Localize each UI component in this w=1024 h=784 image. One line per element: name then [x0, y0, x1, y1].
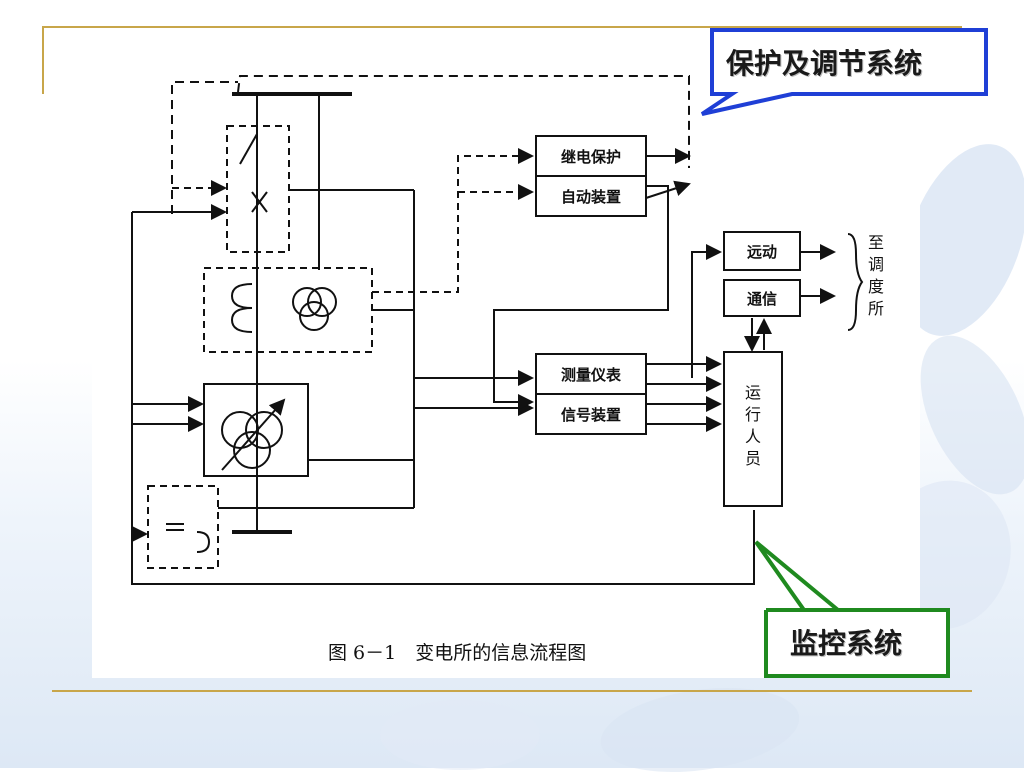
regulating-transformer-box — [203, 383, 309, 477]
reg-circle-2 — [245, 411, 283, 449]
flower-decoration — [380, 700, 540, 770]
bottom-rule — [52, 690, 972, 692]
tap-changer-arrow — [221, 398, 286, 471]
breaker-x2 — [251, 191, 268, 213]
measuring-label: 测量仪表 — [560, 366, 621, 384]
signal-box — [535, 393, 647, 435]
pt-circle-1 — [292, 287, 322, 317]
left-rule — [42, 26, 44, 94]
figure-caption: 图 6－1 变电所的信息流程图 — [328, 642, 587, 664]
signal-label: 信号装置 — [560, 406, 621, 424]
left-dashed-feed — [171, 81, 238, 214]
reactor-coil — [196, 531, 211, 553]
diagram-svg — [131, 75, 864, 585]
protection-callout-text: 保护及调节系统 — [726, 47, 923, 80]
communication-box — [723, 279, 801, 317]
dispatch-brace — [847, 233, 864, 331]
reg-circle-1 — [221, 411, 259, 449]
relay-protection-label: 继电保护 — [560, 148, 621, 166]
bottom-feedback-line — [131, 212, 755, 585]
pt-circle-2 — [307, 287, 337, 317]
communication-label: 通信 — [746, 290, 777, 308]
operator-box — [723, 351, 783, 507]
pt-circle-3 — [299, 301, 329, 331]
operator-label: 运 行 人 员 — [744, 383, 761, 468]
telecontrol-label: 远动 — [746, 243, 777, 261]
auto-device-label: 自动装置 — [560, 188, 621, 206]
protection-loop-dashed — [237, 75, 690, 168]
diagram-figure: 继电保护 自动装置 测量仪表 信号装置 远动 通信 运 行 人 员 至 调 度 … — [92, 62, 920, 678]
auto-device-box — [535, 175, 647, 217]
ct-coil — [230, 283, 253, 333]
monitoring-callout-text: 监控系统 — [790, 627, 903, 660]
top-rule — [42, 26, 962, 28]
capacitor-box — [147, 485, 219, 569]
dispatch-label: 至 调 度 所 — [867, 233, 884, 318]
instrument-transformer-box — [203, 267, 373, 353]
switch-blade — [239, 133, 258, 165]
reg-circle-3 — [233, 431, 271, 469]
